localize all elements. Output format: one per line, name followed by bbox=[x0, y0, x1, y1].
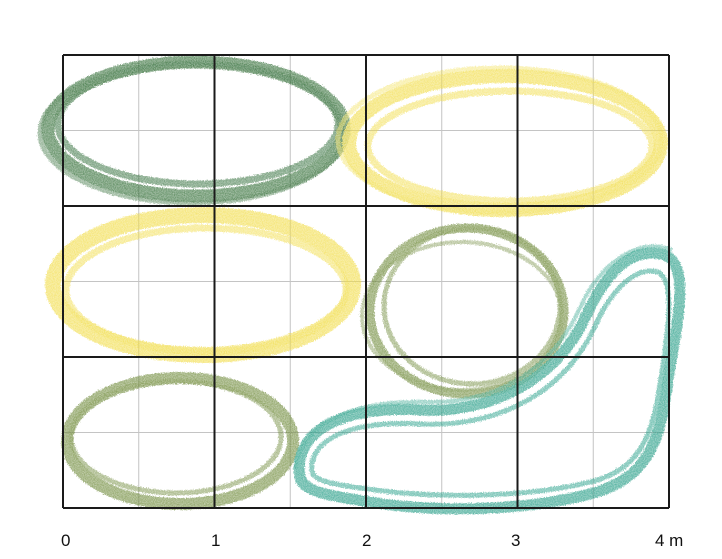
x-tick-label-1: 1 bbox=[211, 531, 221, 550]
x-tick-label-4m: 4 m bbox=[655, 531, 684, 550]
x-tick-label-2: 2 bbox=[362, 531, 372, 550]
x-tick-label-0: 0 bbox=[61, 531, 71, 550]
x-tick-label-3: 3 bbox=[511, 531, 521, 550]
yellow-loop-middle-left bbox=[45, 207, 361, 363]
crayon-shapes bbox=[37, 55, 686, 515]
olive-loop-bottom-left bbox=[61, 372, 299, 510]
major-grid-lines bbox=[62, 54, 670, 509]
dark-green-loop bbox=[37, 55, 351, 206]
yellow-loop-top-right bbox=[335, 65, 668, 217]
olive-loop-middle-right bbox=[360, 223, 569, 399]
